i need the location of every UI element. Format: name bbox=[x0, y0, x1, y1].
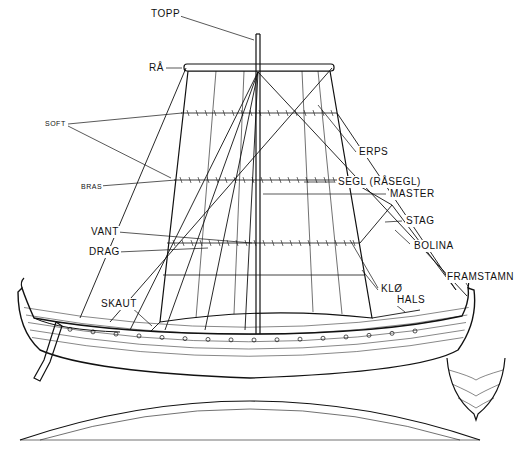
sail bbox=[160, 71, 372, 322]
reef-point bbox=[326, 240, 328, 246]
reef-point bbox=[189, 177, 191, 183]
hull-planks bbox=[24, 308, 469, 357]
part-label: STAG bbox=[405, 215, 435, 227]
reef-point bbox=[277, 110, 279, 116]
reef-point bbox=[263, 240, 265, 246]
reef-point bbox=[331, 110, 333, 116]
oar-hole bbox=[229, 338, 233, 342]
plan-view-base bbox=[20, 440, 480, 441]
reef-point bbox=[313, 110, 315, 116]
midship-section bbox=[447, 358, 505, 420]
oar-hole bbox=[367, 333, 371, 337]
part-label: ERPS bbox=[358, 146, 389, 158]
reef-point bbox=[180, 177, 182, 183]
part-label: SKAUT bbox=[100, 298, 138, 310]
reef-point bbox=[272, 240, 274, 246]
part-label: SEGL (RÅSEGL) bbox=[337, 176, 422, 188]
reef-point bbox=[232, 110, 234, 116]
reef-point bbox=[196, 110, 198, 116]
oar-hole bbox=[137, 334, 141, 338]
rigging bbox=[80, 68, 467, 332]
plank-line bbox=[28, 323, 466, 342]
reef-point bbox=[288, 177, 290, 183]
reef-point bbox=[207, 177, 209, 183]
reef-points bbox=[173, 110, 355, 246]
reef-point bbox=[182, 240, 184, 246]
reef-point bbox=[304, 110, 306, 116]
reef-point bbox=[290, 240, 292, 246]
part-label: RÅ bbox=[148, 62, 165, 74]
part-label: BRAS bbox=[80, 182, 103, 191]
reef-point bbox=[281, 240, 283, 246]
oar-hole bbox=[183, 337, 187, 341]
reef-point bbox=[297, 177, 299, 183]
reef-point bbox=[308, 240, 310, 246]
part-label: SOFT bbox=[44, 119, 67, 128]
plan-view-inner bbox=[40, 409, 460, 440]
reef-point bbox=[335, 240, 337, 246]
oar-hole bbox=[160, 335, 164, 339]
reef-point bbox=[223, 110, 225, 116]
reef-point bbox=[209, 240, 211, 246]
reef-point bbox=[279, 177, 281, 183]
reef-point bbox=[225, 177, 227, 183]
part-label: MASTER bbox=[389, 188, 436, 200]
reef-point bbox=[216, 177, 218, 183]
oar-holes bbox=[68, 327, 417, 342]
reef-point bbox=[205, 110, 207, 116]
reef-point bbox=[200, 240, 202, 246]
oar-hole bbox=[114, 332, 118, 336]
oar-hole bbox=[321, 336, 325, 340]
reef-point bbox=[214, 110, 216, 116]
reef-point bbox=[270, 177, 272, 183]
plank-line bbox=[24, 308, 469, 328]
rudder bbox=[34, 322, 62, 381]
stern-post bbox=[21, 278, 24, 288]
part-label: BOLINA bbox=[413, 240, 455, 252]
part-label: TOPP bbox=[150, 8, 181, 20]
reef-point bbox=[191, 240, 193, 246]
oar-hole bbox=[344, 335, 348, 339]
reef-point bbox=[218, 240, 220, 246]
reef-point bbox=[243, 177, 245, 183]
reef-point bbox=[261, 177, 263, 183]
oar-hole bbox=[91, 330, 95, 334]
oar-hole bbox=[413, 329, 417, 333]
oar-hole bbox=[275, 338, 279, 342]
reef-point bbox=[268, 110, 270, 116]
plank-line bbox=[26, 315, 467, 335]
yard bbox=[184, 64, 334, 71]
hull-outline bbox=[18, 288, 475, 378]
oar-hole bbox=[390, 331, 394, 335]
oar-hole bbox=[252, 338, 256, 342]
part-label: VANT bbox=[90, 226, 120, 238]
plan-view bbox=[20, 401, 480, 440]
section-planks bbox=[449, 370, 503, 408]
reef-point bbox=[299, 240, 301, 246]
reef-point bbox=[317, 240, 319, 246]
reef-point bbox=[236, 240, 238, 246]
oar-hole bbox=[298, 337, 302, 341]
part-label: HALS bbox=[396, 294, 426, 306]
oar-hole bbox=[68, 327, 72, 331]
plank-line bbox=[32, 338, 463, 357]
part-label: FRAMSTAMN bbox=[446, 271, 515, 283]
plank-line bbox=[30, 330, 465, 349]
reef-point bbox=[344, 240, 346, 246]
part-label: DRAG bbox=[88, 246, 121, 258]
leader-lines bbox=[68, 16, 469, 326]
reef-point bbox=[187, 110, 189, 116]
reef-point bbox=[245, 240, 247, 246]
reef-point bbox=[286, 110, 288, 116]
oar-hole bbox=[206, 337, 210, 341]
reef-point bbox=[198, 177, 200, 183]
